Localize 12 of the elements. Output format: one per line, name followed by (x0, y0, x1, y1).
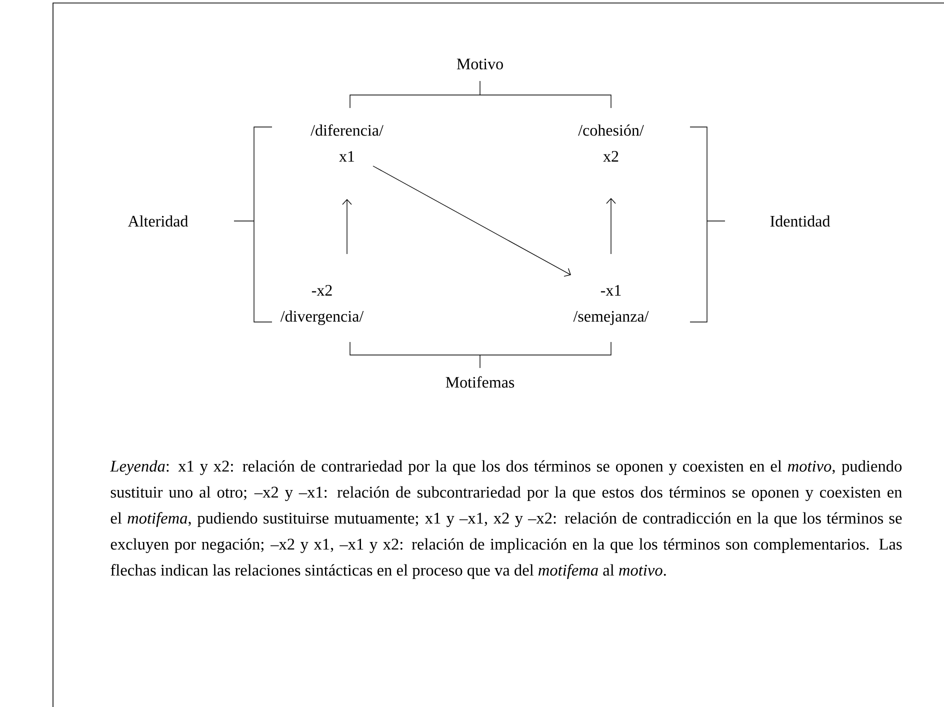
group-label: Identidad (770, 215, 830, 227)
arrow (342, 199, 352, 254)
arrow (372, 166, 571, 277)
group-label: Alteridad (128, 215, 188, 227)
term-pair: /cohesión/ x2 (578, 124, 644, 162)
legend-paragraph: Leyenda: x1 y x2: relación de contrariedad por la que los dos términos se oponen y coexisten en el motivo, pudiendo sustituir uno al otro; –x2 y –x1: relación de subcontrariedad por la que estos dos términos se oponen y coexisten en el motifema, pudiendo sustituirse mutuamente; x1 y –x1, x2 y –x2: relación de contradicción en la que los términos se excluyen por negación; –x2 y x1, –x1 y x2: relación de implicación en la que los términos son complementarios. Las flechas indican las relaciones sintácticas en el proceso que va del motifema al motivo. (110, 460, 902, 579)
group-label: Motivo (456, 58, 503, 70)
term-pair: /diferencia/ x1 (310, 124, 384, 162)
term-pair: -x1 /semejanza/ (573, 285, 649, 325)
term-pair: -x2 /divergencia/ (280, 285, 364, 326)
group-label: Motifemas (446, 376, 514, 388)
arrow (606, 198, 616, 254)
